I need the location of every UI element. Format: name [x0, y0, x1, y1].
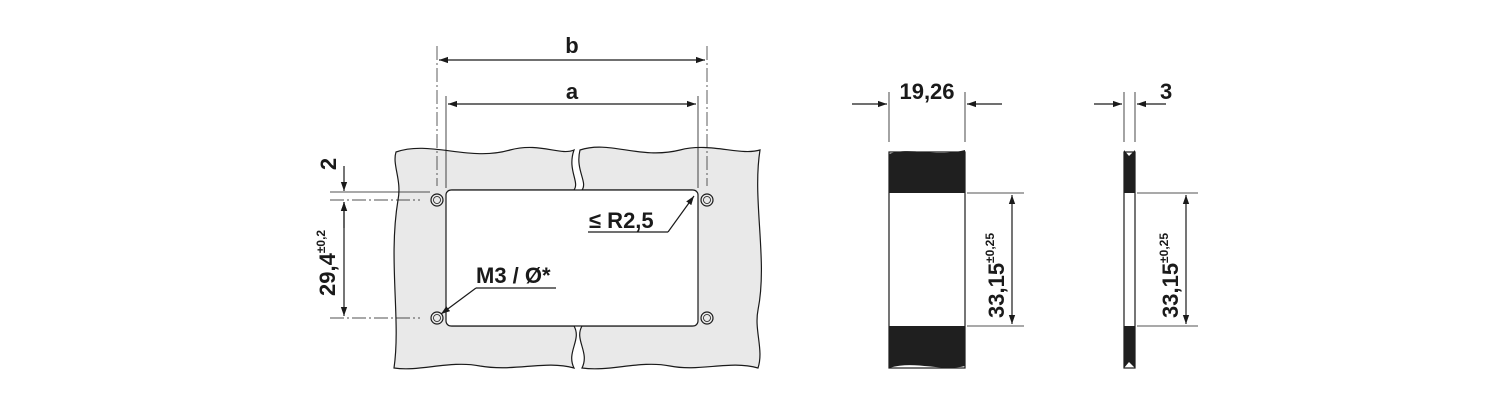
gasket-side-view: 3 33,15±0,25	[1094, 79, 1198, 369]
gasket-front-view: 19,26 33,15±0,25	[852, 79, 1024, 369]
dimension-b-label: b	[565, 33, 578, 58]
dimension-height-value: 29,4	[315, 252, 340, 296]
gasket-side-bottom-band	[1124, 326, 1135, 368]
dimension-b: b	[439, 33, 705, 64]
gasket-side-body	[1123, 151, 1136, 369]
dimension-height-tolerance: ±0,2	[314, 230, 328, 254]
gasket-height-value: 33,15	[984, 263, 1009, 318]
gasket-side-top-band	[1124, 150, 1135, 193]
center-lines	[330, 46, 708, 319]
gasket-width-label: 19,26	[899, 79, 954, 104]
dimension-2: 2	[316, 158, 348, 228]
dimension-a: a	[448, 79, 696, 108]
dimension-2-label: 2	[316, 158, 341, 170]
radius-callout: ≤ R2,5	[588, 195, 695, 233]
gasket-thickness-label: 3	[1160, 79, 1172, 104]
gasket-height-label: 33,15±0,25	[983, 233, 1009, 318]
radius-label: ≤ R2,5	[589, 208, 654, 233]
gasket-front-bottom-band	[889, 326, 965, 368]
gasket-side-height-tolerance: ±0,25	[1157, 233, 1171, 263]
dimension-height-label: 29,4±0,2	[314, 230, 340, 296]
dimension-a-label: a	[566, 79, 579, 104]
gasket-side-height-value: 33,15	[1158, 263, 1183, 318]
hole-callout: M3 / Ø*	[440, 263, 556, 315]
gasket-side-height-label: 33,15±0,25	[1157, 233, 1183, 318]
hole-label: M3 / Ø*	[476, 263, 551, 288]
gasket-front-top-band	[889, 150, 965, 193]
mounting-holes	[430, 193, 714, 325]
dimension-height: 29,4±0,2	[314, 202, 348, 316]
panel-right-piece	[578, 146, 762, 370]
panel-cutout-view: b a 2 29,4±0,2 ≤ R2,5	[314, 33, 762, 370]
panel-cutout	[445, 189, 699, 327]
gasket-height-tolerance: ±0,25	[983, 233, 997, 263]
